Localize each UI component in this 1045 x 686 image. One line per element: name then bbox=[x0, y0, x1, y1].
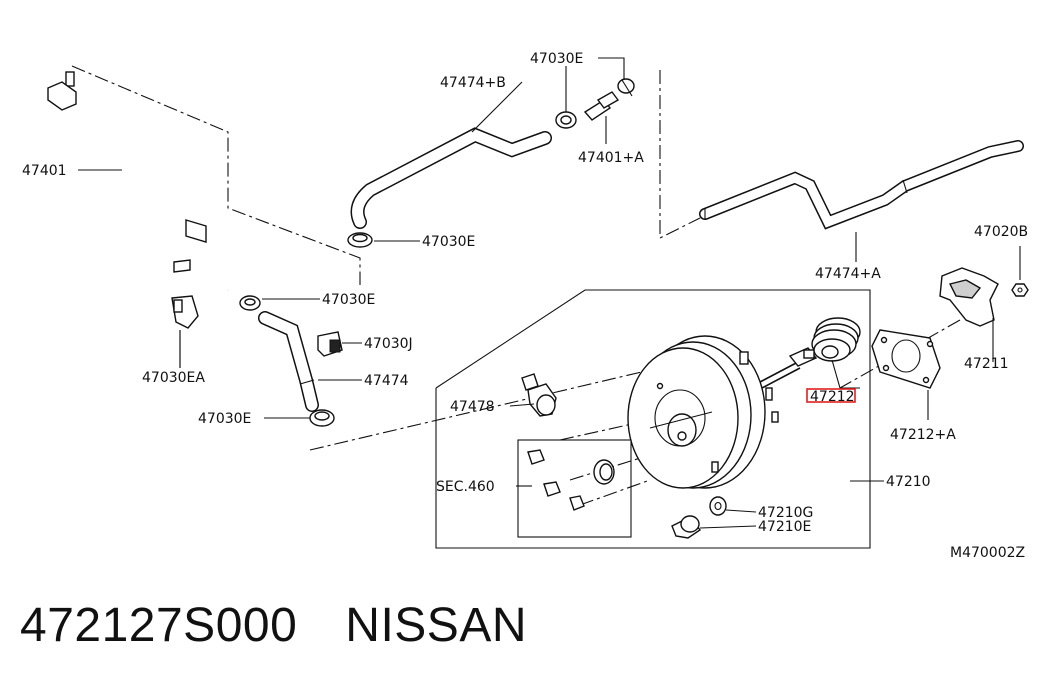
label-47020b: 47020B bbox=[974, 224, 1028, 240]
label-ref-code: M470002Z bbox=[950, 545, 1025, 561]
part-caption: 472127S000 NISSAN bbox=[20, 598, 575, 653]
connector-47401a bbox=[583, 91, 620, 121]
label-47030e-low: 47030E bbox=[198, 411, 251, 427]
label-47212a: 47212+A bbox=[890, 427, 956, 443]
label-47474b: 47474+B bbox=[440, 75, 506, 91]
label-47478: 47478 bbox=[450, 399, 495, 415]
label-47401: 47401 bbox=[22, 163, 67, 179]
sec460-box bbox=[517, 439, 632, 538]
sec460-parts bbox=[527, 449, 615, 511]
bracket-47211 bbox=[939, 267, 999, 327]
label-47474: 47474 bbox=[364, 373, 409, 389]
hose-47474a bbox=[699, 140, 1024, 230]
clamp-47030e-top bbox=[555, 111, 577, 129]
brake-booster-47210 bbox=[627, 335, 818, 489]
label-47474a: 47474+A bbox=[815, 266, 881, 282]
clamp-47030ea bbox=[171, 295, 199, 329]
clamp-47030j bbox=[317, 331, 343, 357]
pipe-47401 bbox=[47, 71, 229, 292]
hose-47474b bbox=[350, 127, 552, 229]
label-47401a: 47401+A bbox=[578, 150, 644, 166]
label-47030e-mid: 47030E bbox=[422, 234, 475, 250]
label-47030e-left: 47030E bbox=[322, 292, 375, 308]
label-47210: 47210 bbox=[886, 474, 931, 490]
parts-diagram: 47401 47474+B 47030E 47401+A 47030E 4703… bbox=[22, 51, 1029, 561]
highlight-box bbox=[806, 388, 856, 403]
label-sec460: SEC.460 bbox=[436, 479, 495, 495]
label-47210g: 47210G bbox=[758, 505, 813, 521]
label-47030j: 47030J bbox=[364, 336, 413, 352]
clamp-47030e-low bbox=[309, 409, 335, 427]
clamp-47030e-mid bbox=[347, 232, 373, 248]
washer-47210g bbox=[709, 496, 727, 516]
label-47212: 47212 bbox=[810, 389, 855, 405]
check-valve-47478 bbox=[521, 373, 557, 417]
hose-47474 bbox=[258, 311, 319, 412]
nut-47210e bbox=[671, 515, 702, 539]
nut-47020b bbox=[1011, 283, 1029, 297]
leader-lines bbox=[78, 57, 884, 529]
part-number: 472127S000 bbox=[20, 599, 298, 652]
label-47030e-top: 47030E bbox=[530, 51, 583, 67]
seal-47212 bbox=[811, 317, 861, 362]
gasket-47212a bbox=[871, 329, 941, 389]
brand-name: NISSAN bbox=[345, 599, 527, 652]
label-47210e: 47210E bbox=[758, 519, 811, 535]
clamp-47030e-left bbox=[239, 295, 261, 311]
booster-frame bbox=[435, 289, 871, 549]
label-47030ea: 47030EA bbox=[142, 370, 205, 386]
guide-lines bbox=[71, 65, 961, 506]
label-47211: 47211 bbox=[964, 356, 1009, 372]
clamp-47030e-right bbox=[617, 78, 635, 97]
